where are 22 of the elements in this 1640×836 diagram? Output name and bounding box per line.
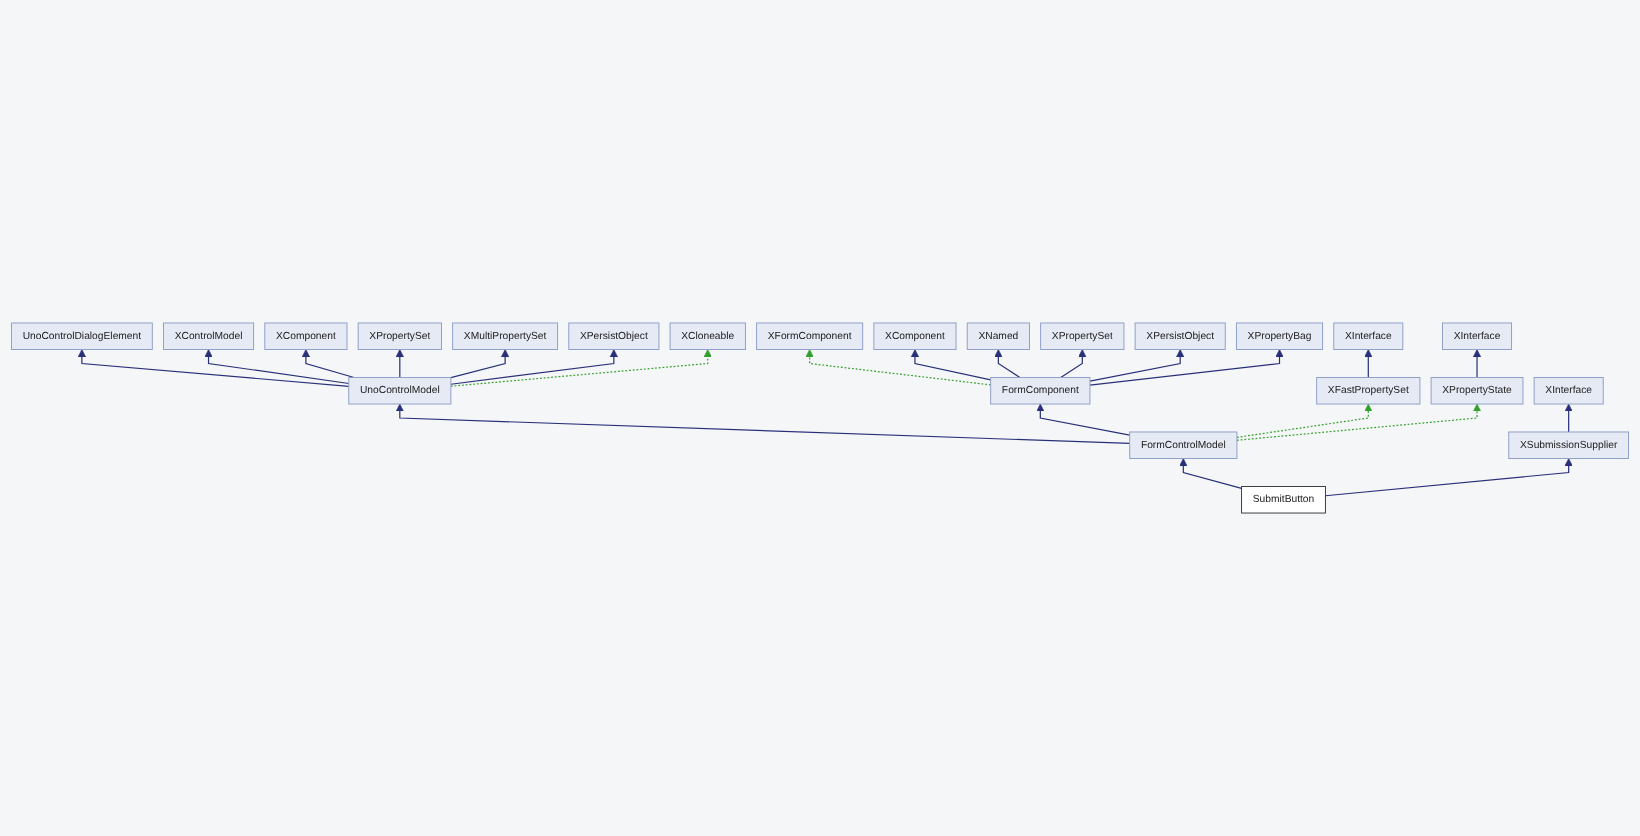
arrow: [994, 349, 1021, 379]
arrow: [1179, 458, 1243, 489]
arrow: [910, 349, 992, 381]
arrow: [805, 349, 992, 386]
arrow: [395, 403, 1131, 444]
arrow: [450, 349, 510, 379]
arrow: [1236, 403, 1373, 438]
arrow: [204, 349, 350, 385]
arrow: [77, 349, 350, 387]
arrow: [1564, 403, 1573, 433]
arrow: [1364, 349, 1373, 379]
arrow: [1324, 458, 1573, 497]
arrow: [1472, 349, 1482, 379]
arrow: [395, 349, 404, 379]
arrow: [1036, 403, 1131, 436]
arrow: [301, 349, 355, 379]
arrow: [1089, 349, 1284, 386]
arrow: [1060, 349, 1087, 379]
arrow: [450, 349, 618, 385]
arrow: [1236, 403, 1482, 441]
arrow: [1089, 349, 1185, 382]
arrow: [450, 349, 712, 387]
